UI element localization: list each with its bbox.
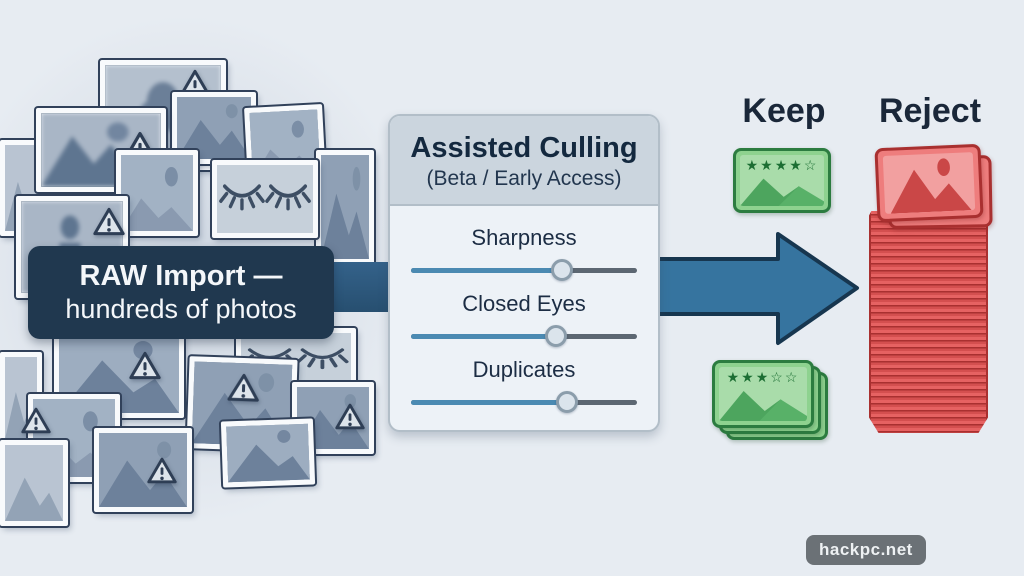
warning-icon xyxy=(128,350,162,381)
warning-icon xyxy=(92,206,126,237)
photo-card-mountain xyxy=(172,92,256,164)
photo-card-mountain xyxy=(94,428,192,512)
warning-icon xyxy=(226,371,261,403)
keep-card-image: ★★★★☆ xyxy=(740,155,824,206)
panel-header: Assisted Culling (Beta / Early Access) xyxy=(390,116,658,206)
slider-fill xyxy=(411,268,563,273)
keep-card: ★★★★☆ xyxy=(733,148,831,213)
warning-icon xyxy=(334,402,366,431)
photo-thumbnail xyxy=(177,97,251,159)
slider-group-closed-eyes: Closed Eyes xyxy=(411,290,637,347)
duplicates-slider-handle[interactable] xyxy=(555,391,578,413)
slider-fill xyxy=(411,400,567,405)
sharpness-label: Sharpness xyxy=(471,225,577,250)
reject-card xyxy=(874,143,984,223)
keep-heading: Keep xyxy=(742,92,826,130)
closed-eyes-slider-handle[interactable] xyxy=(544,325,567,347)
sharpness-slider-handle[interactable] xyxy=(551,259,574,281)
slider-fill xyxy=(411,334,556,339)
star-rating: ★★★★☆ xyxy=(745,157,819,173)
flow-connector-bar xyxy=(330,262,392,312)
flow-arrow-icon xyxy=(656,232,859,345)
photo-card-pale-mountain xyxy=(0,440,68,526)
mountain-graphic-icon xyxy=(719,391,807,421)
panel-body: Sharpness Closed Eyes Duplicates xyxy=(390,206,658,413)
keep-card-2: ★★★☆☆ xyxy=(712,360,814,428)
photo-thumbnail xyxy=(226,423,310,483)
photo-thumbnail xyxy=(5,445,63,521)
raw-import-banner: RAW Import — hundreds of photos xyxy=(28,246,334,339)
photo-thumbnail xyxy=(217,165,313,233)
slider-group-sharpness: Sharpness xyxy=(411,224,637,281)
warning-icon xyxy=(20,406,52,435)
keep-card-image: ★★★☆☆ xyxy=(719,367,807,421)
reject-card-image xyxy=(882,152,976,214)
photo-thumbnail xyxy=(321,155,369,259)
watermark-badge: hackpc.net xyxy=(806,535,926,565)
banner-line1: RAW Import — xyxy=(79,260,283,292)
sharpness-slider[interactable] xyxy=(411,259,637,281)
photo-card-mountain xyxy=(316,150,374,264)
photo-thumbnail xyxy=(99,433,187,507)
mountain-graphic-icon xyxy=(740,178,824,206)
photo-thumbnail xyxy=(121,155,193,231)
duplicates-slider[interactable] xyxy=(411,391,637,413)
assisted-culling-panel: Assisted Culling (Beta / Early Access) S… xyxy=(388,114,660,432)
mountain-sun-graphic-icon xyxy=(890,158,972,214)
reject-heading: Reject xyxy=(878,92,982,130)
photo-card-circle xyxy=(116,150,198,236)
panel-subtitle: (Beta / Early Access) xyxy=(426,167,622,190)
panel-title: Assisted Culling xyxy=(410,132,638,164)
closed-eyes-slider[interactable] xyxy=(411,325,637,347)
photo-card-mountain-sun xyxy=(220,418,316,488)
duplicates-label: Duplicates xyxy=(472,357,576,382)
closed-eyes-label: Closed Eyes xyxy=(462,291,586,316)
warning-icon xyxy=(146,456,178,485)
slider-group-duplicates: Duplicates xyxy=(411,356,637,413)
photo-card-closed-eyes xyxy=(212,160,318,238)
banner-line2: hundreds of photos xyxy=(65,294,297,324)
star-rating: ★★★☆☆ xyxy=(726,369,800,385)
reject-card-stack xyxy=(869,211,988,433)
